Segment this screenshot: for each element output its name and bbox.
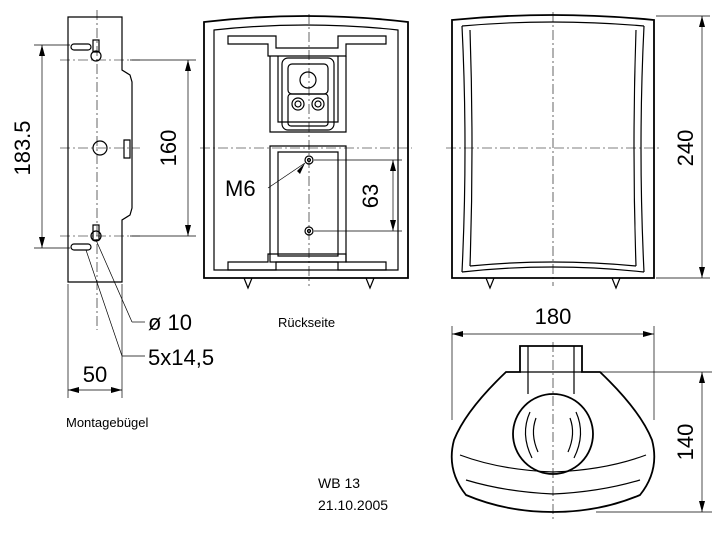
diameter-label: ø 10 xyxy=(148,310,192,335)
dim-63-label: 63 xyxy=(358,184,383,208)
thread-callout: M6 xyxy=(225,162,306,201)
rear-caption: Rückseite xyxy=(278,315,335,330)
dim-240-label: 240 xyxy=(673,130,698,167)
dimension-183-5: 183.5 xyxy=(10,44,70,249)
dim-50-label: 50 xyxy=(83,362,107,387)
dim-180-label: 180 xyxy=(535,304,572,329)
thread-label: M6 xyxy=(225,176,256,201)
dimension-140: 140 xyxy=(596,371,712,513)
dim-140-label: 140 xyxy=(673,424,698,461)
dimension-63: 63 xyxy=(314,159,402,232)
dimension-180: 180 xyxy=(451,304,655,420)
bracket-leaders: ø 10 5x14,5 xyxy=(85,239,214,370)
drawing-id: WB 13 xyxy=(318,475,360,491)
rear-view xyxy=(200,14,412,290)
top-view xyxy=(450,342,656,520)
slot-label: 5x14,5 xyxy=(148,345,214,370)
bracket-caption: Montagebügel xyxy=(66,415,149,430)
dimension-50: 50 xyxy=(67,284,123,398)
dimension-160: 160 xyxy=(130,59,196,237)
mounting-bracket-view xyxy=(60,10,140,330)
front-view xyxy=(446,12,660,290)
dim-183-5-label: 183.5 xyxy=(10,120,35,175)
dimension-240: 240 xyxy=(656,15,710,279)
dim-160-label: 160 xyxy=(156,130,181,167)
drawing-date: 21.10.2005 xyxy=(318,497,388,513)
